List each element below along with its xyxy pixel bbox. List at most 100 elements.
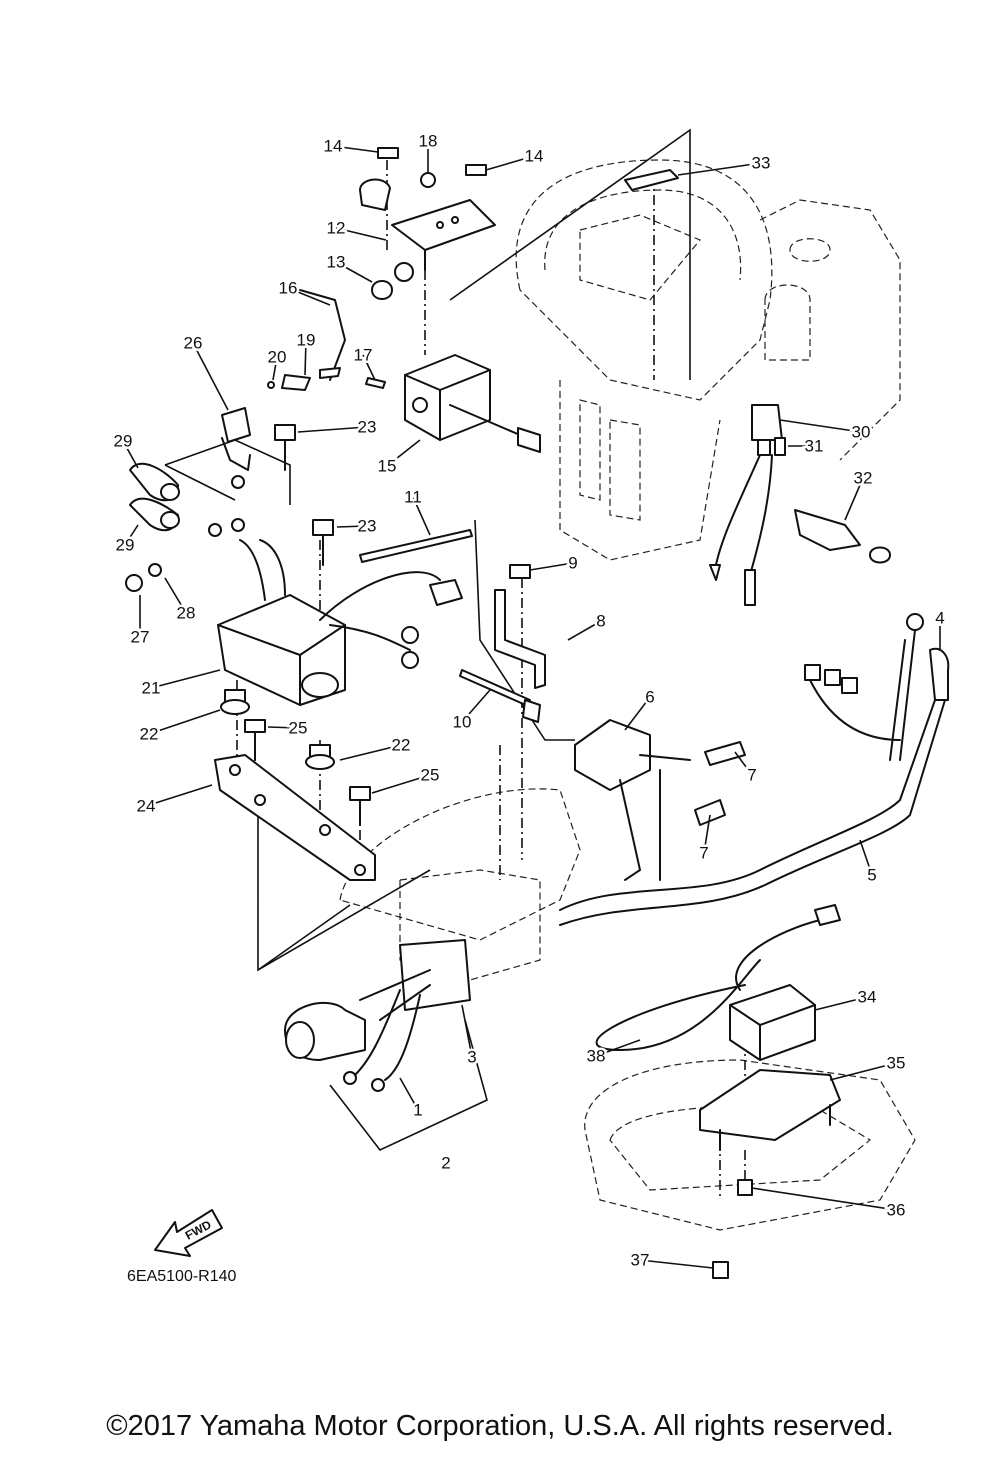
callout-leader-15 (386, 439, 421, 467)
part-6 (574, 719, 746, 881)
callout-label-6: 6 (645, 688, 654, 707)
callout-leader-37 (639, 1259, 714, 1269)
callout-leader-24 (145, 784, 213, 807)
callout-label-7: 7 (747, 766, 756, 785)
exploded-parts-diagram: FWD 123456778910111213141415161718192021… (111, 128, 950, 1285)
callout-label-25: 25 (289, 719, 308, 738)
part-33 (624, 169, 679, 191)
callout-label-29: 29 (116, 536, 135, 555)
bolts-25 (244, 719, 371, 826)
callout-leader-9 (529, 562, 574, 571)
callout-label-10: 10 (453, 713, 472, 732)
callout-leader-14 (332, 145, 379, 153)
callout-leader-8 (567, 620, 602, 641)
parts-1-3 (284, 939, 488, 1151)
callout-leader-34 (814, 996, 868, 1011)
parts-34-38 (595, 904, 841, 1279)
callout-leader-14 (485, 155, 535, 171)
callout-leader-6 (624, 696, 651, 731)
callout-leader-28 (164, 577, 187, 614)
callout-label-4: 4 (935, 609, 944, 628)
callout-label-11: 11 (404, 488, 422, 507)
callout-label-23: 23 (358, 517, 377, 536)
callout-leader-29 (122, 440, 139, 469)
callout-label-8: 8 (596, 612, 605, 631)
callout-leader-35 (829, 1062, 897, 1081)
callout-leader-21 (150, 669, 221, 689)
callouts: 1234567789101112131414151617181920212222… (111, 129, 947, 1272)
callout-label-24: 24 (137, 797, 156, 816)
callout-label-9: 9 (568, 554, 577, 573)
callout-label-36: 36 (887, 1201, 906, 1220)
callout-leader-19 (304, 339, 307, 376)
callout-label-14: 14 (525, 147, 544, 166)
callout-leader-1 (399, 1077, 419, 1111)
callout-label-12: 12 (327, 219, 346, 238)
callout-label-28: 28 (177, 604, 196, 623)
grommets-22 (220, 689, 335, 770)
callout-label-16: 16 (279, 279, 298, 298)
callout-label-38: 38 (587, 1047, 606, 1066)
callout-leader-22 (148, 709, 221, 735)
part-26 (221, 407, 251, 489)
callout-label-3: 3 (467, 1048, 476, 1067)
callout-leader-7 (703, 814, 711, 854)
bolts-23 (274, 424, 334, 566)
callout-leader-5 (859, 839, 873, 876)
callout-leader-13 (335, 261, 373, 283)
bolts-top (377, 147, 487, 188)
part-29-caps (129, 462, 180, 532)
callout-label-32: 32 (854, 469, 873, 488)
callout-leader-25 (371, 774, 431, 794)
callout-label-30: 30 (852, 423, 871, 442)
callout-leader-16 (287, 287, 331, 306)
callout-label-23: 23 (358, 418, 377, 437)
callout-leader-30 (779, 419, 862, 433)
diagram-code: 6EA5100-R140 (127, 1268, 237, 1285)
callout-leader-17 (362, 354, 376, 381)
callout-leader-10 (461, 689, 491, 723)
callout-leader-38 (595, 1039, 641, 1057)
callout-label-27: 27 (131, 628, 150, 647)
callout-leader-32 (844, 477, 864, 521)
callout-leader-33 (677, 162, 762, 176)
linkage (267, 280, 393, 391)
callout-leader-29 (124, 524, 139, 546)
callout-leader-7 (734, 751, 753, 776)
callout-leader-36 (751, 1187, 897, 1211)
callout-leader-25 (267, 726, 299, 729)
callout-label-7: 7 (699, 844, 708, 863)
callout-label-1: 1 (413, 1101, 422, 1120)
callout-label-14: 14 (324, 137, 343, 156)
callout-label-26: 26 (184, 334, 203, 353)
part-21-coil (125, 518, 463, 706)
callout-label-18: 18 (419, 132, 438, 151)
copyright-notice: ©2017 Yamaha Motor Corporation, U.S.A. A… (106, 1410, 894, 1442)
callout-label-2: 2 (441, 1154, 450, 1173)
callout-label-29: 29 (114, 432, 133, 451)
callout-label-21: 21 (142, 679, 161, 698)
callout-label-13: 13 (327, 253, 346, 272)
part-24-bracket (214, 754, 376, 881)
fwd-arrow-icon: FWD (154, 1209, 223, 1257)
callout-leader-23 (336, 525, 368, 528)
callout-label-35: 35 (887, 1054, 906, 1073)
part-5-harness (559, 613, 950, 926)
callout-leader-11 (412, 496, 431, 536)
parts-30-32 (709, 404, 891, 606)
ties-and-bracket (359, 529, 546, 723)
callout-label-25: 25 (421, 766, 440, 785)
engine-block-outline (515, 159, 901, 561)
callout-label-37: 37 (631, 1251, 650, 1270)
callout-label-31: 31 (805, 437, 824, 456)
callout-label-34: 34 (858, 988, 877, 1007)
callout-leader-3 (461, 1004, 473, 1058)
lower-mount-outline (339, 788, 916, 1231)
callout-label-33: 33 (752, 154, 771, 173)
callout-leader-22 (339, 744, 402, 761)
callout-label-22: 22 (140, 725, 159, 744)
callout-label-22: 22 (392, 736, 411, 755)
callout-label-19: 19 (297, 331, 316, 350)
callout-label-17: 17 (354, 346, 373, 365)
callout-label-15: 15 (378, 457, 397, 476)
